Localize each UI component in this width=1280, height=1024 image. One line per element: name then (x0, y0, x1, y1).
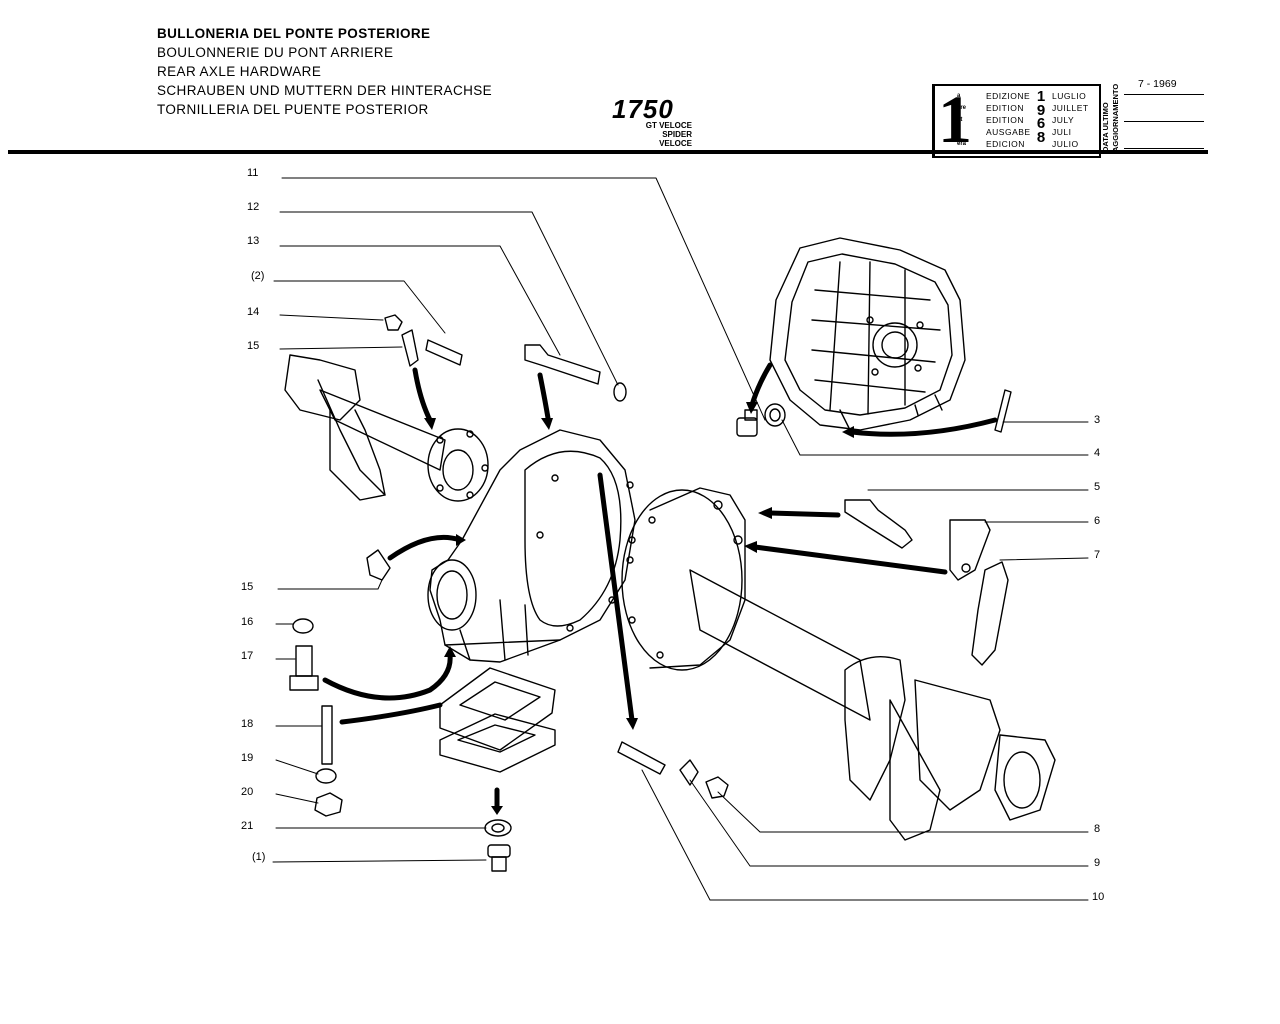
callout-11: 11 (247, 167, 259, 179)
callout-18: 18 (241, 718, 254, 730)
callout-12: 12 (247, 201, 260, 213)
model-variant-spider: SPIDER VELOCE (659, 130, 692, 148)
title-spanish: TORNILLERIA DEL PUENTE POSTERIOR (157, 102, 429, 117)
edition-year-text: 1968 (1036, 88, 1046, 146)
callout-20: 20 (241, 786, 254, 798)
edition-month: JULIO (1052, 139, 1079, 149)
title-french: BOULONNERIE DU PONT ARRIERE (157, 45, 394, 60)
title-block: BULLONERIA DEL PONTE POSTERIORE BOULONNE… (157, 24, 492, 119)
callout-15-bottom: 15 (241, 581, 254, 593)
axle-housing-cover (769, 237, 966, 431)
callout-14: 14 (247, 306, 260, 318)
edition-month: LUGLIO (1052, 91, 1087, 101)
edition-words: EDIZIONE EDITION EDITION AUSGABE EDICION (986, 90, 1031, 150)
callout-16: 16 (241, 616, 254, 628)
edition-year: 1968 (1033, 88, 1049, 146)
callout-2-paren: (2) (251, 270, 265, 282)
callout-5: 5 (1094, 481, 1101, 493)
edition-ordinal: era (957, 141, 967, 147)
callout-9: 9 (1094, 857, 1101, 869)
edition-month: JULY (1052, 115, 1075, 125)
update-date: 7 - 1969 (1138, 78, 1177, 90)
differential-carrier (427, 429, 636, 663)
edition-word: EDIZIONE (986, 91, 1031, 101)
right-axle-tube (621, 487, 1056, 841)
callout-17: 17 (241, 650, 254, 662)
model-variants: GT VELOCE SPIDER VELOCE (628, 121, 692, 148)
arrow-heads (424, 402, 854, 815)
callout-21: 21 (241, 820, 254, 832)
callout-6: 6 (1094, 515, 1101, 527)
callout-4: 4 (1094, 447, 1101, 459)
edition-word: EDICION (986, 139, 1025, 149)
title-german: SCHRAUBEN UND MUTTERN DER HINTERACHSE (157, 83, 493, 98)
callout-15-top: 15 (247, 340, 260, 352)
title-italian: BULLONERIA DEL PONTE POSTERIORE (157, 26, 431, 41)
edition-month: JULI (1052, 127, 1072, 137)
leader-lines-left (272, 177, 766, 863)
edition-box (932, 84, 1101, 158)
leader-lines-right (641, 419, 1089, 901)
callout-13: 13 (247, 235, 260, 247)
callout-1-paren: (1) (252, 851, 266, 863)
edition-word: EDITION (986, 103, 1024, 113)
update-line (1124, 148, 1204, 149)
edition-ordinal: st (957, 117, 963, 123)
callout-3: 3 (1094, 414, 1101, 426)
edition-ordinal: ere (957, 105, 967, 111)
edition-number: 1 (938, 81, 972, 157)
edition-ordinal: a (957, 93, 961, 99)
update-line (1124, 121, 1204, 122)
callout-7: 7 (1094, 549, 1101, 561)
fasteners (289, 314, 1012, 872)
edition-month: JUILLET (1052, 103, 1089, 113)
model-variant-gt: GT VELOCE (645, 121, 692, 130)
title-english: REAR AXLE HARDWARE (157, 64, 322, 79)
callout-19: 19 (241, 752, 254, 764)
callout-10: 10 (1092, 891, 1105, 903)
left-axle-tube (284, 354, 489, 502)
edition-months: LUGLIO JUILLET JULY JULI JULIO (1052, 90, 1089, 150)
update-line (1124, 94, 1204, 95)
assembly-arrows (322, 362, 998, 811)
gasket-plates (439, 667, 556, 773)
edition-ordinal: . (957, 129, 959, 135)
callout-8: 8 (1094, 823, 1101, 835)
edition-word: AUSGABE (986, 127, 1031, 137)
header-rule (8, 150, 1208, 154)
edition-word: EDITION (986, 115, 1024, 125)
model-name: 1750 (612, 94, 674, 124)
